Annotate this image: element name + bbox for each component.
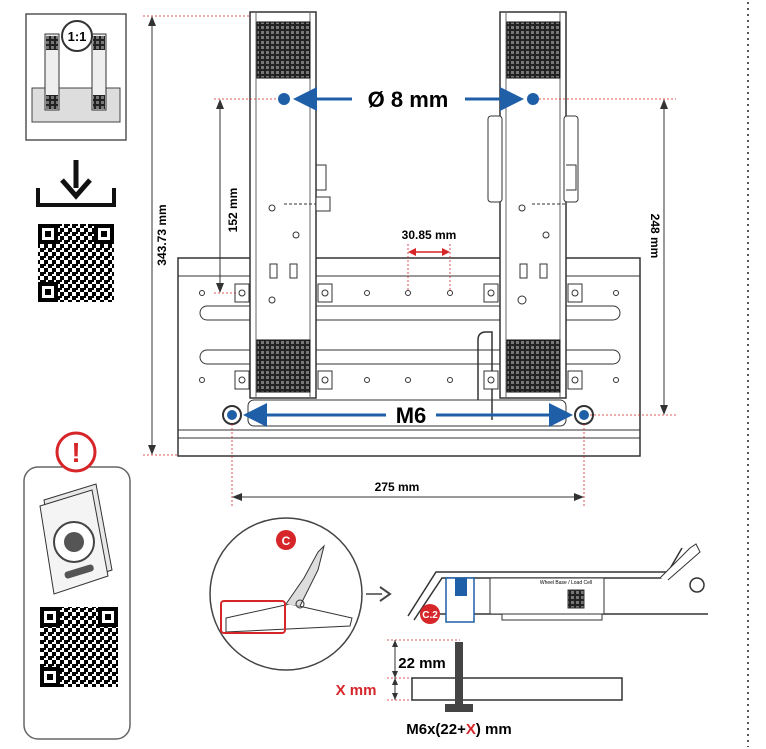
base-mount-holes: M6	[222, 403, 594, 428]
callout-sub-badge	[420, 604, 440, 624]
mount-thread-label: M6	[396, 403, 427, 428]
overall-height-label: 343.73 mm	[155, 204, 169, 265]
formula-suffix: ) mm	[476, 721, 512, 738]
download-icon	[36, 160, 116, 207]
dimension-pedal-hole-height: 152 mm	[214, 98, 278, 294]
hole-diameter-label: Ø 8 mm	[368, 87, 449, 112]
base-plate-holes	[199, 283, 619, 390]
warning-symbol: !	[71, 437, 80, 468]
detail-section-view: Wheel Base / Load Cell C.2	[407, 543, 708, 624]
warning-icon	[55, 431, 97, 473]
mounting-plate	[411, 677, 623, 701]
download-qr-code	[38, 224, 114, 302]
detail-circle: C	[209, 517, 363, 671]
section-highlight-box	[445, 577, 475, 623]
bolt-shaft	[455, 642, 463, 710]
scale-badge	[61, 20, 93, 52]
scale-thumbnail: 1:1	[25, 13, 127, 141]
hole-spacing-label: 30.85 mm	[402, 228, 457, 242]
right-pedal-arm	[487, 11, 579, 399]
manual-booklet-icon	[39, 483, 113, 595]
manual-card: !	[23, 431, 131, 740]
mount-spacing-label: 275 mm	[375, 480, 420, 494]
part-label: Wheel Base / Load Cell	[540, 580, 592, 586]
detail-highlight-box	[220, 600, 286, 634]
dimension-overall-height: 343.73 mm	[143, 15, 250, 456]
left-pedal-arm	[249, 11, 331, 399]
callout-sub-label: C.2	[422, 610, 438, 621]
bolt-head	[445, 704, 473, 712]
manual-qr-code	[40, 607, 118, 687]
callout-main-label: C	[282, 534, 291, 548]
pedal-hole-height-label: 152 mm	[226, 188, 240, 233]
detail-arrow-icon	[366, 586, 392, 602]
pedal-mount-holes: Ø 8 mm	[278, 87, 539, 112]
left-hole-marker	[278, 93, 290, 105]
dimension-mount-spacing: 275 mm	[231, 424, 585, 506]
formula-prefix: M6x(22+	[406, 721, 466, 738]
bolt-length-formula: M6x(22+X) mm	[406, 721, 511, 738]
bolt-detail: 22 mm X mm M6x(22+X) mm	[336, 639, 623, 738]
right-hole-marker	[527, 93, 539, 105]
dimension-mount-height: 248 mm	[539, 98, 676, 416]
plate-thickness-label: X mm	[336, 682, 377, 699]
callout-badge	[276, 530, 296, 550]
formula-variable: X	[466, 721, 476, 738]
scale-badge-text: 1:1	[68, 29, 87, 44]
dimension-hole-spacing: 30.85 mm	[402, 228, 457, 290]
bolt-depth-label: 22 mm	[398, 655, 446, 672]
mount-height-label: 248 mm	[648, 214, 662, 259]
